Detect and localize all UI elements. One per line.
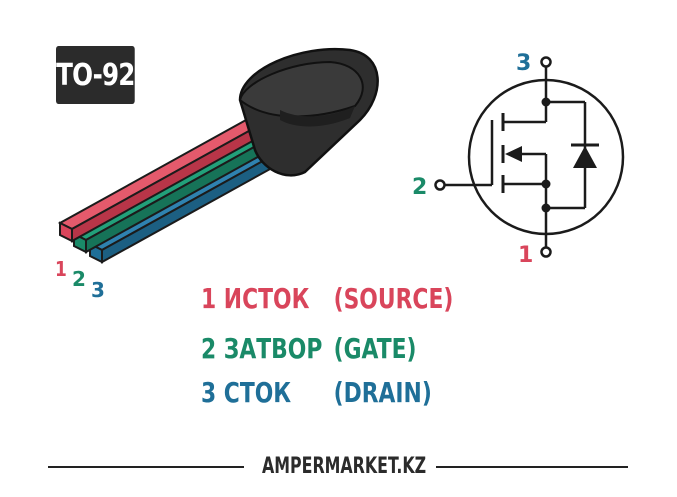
package-pin-label-1: 1 (55, 259, 67, 282)
footer-rule-right (436, 466, 628, 468)
footer-rule-left (48, 466, 244, 468)
source-pin-label: 1 (518, 243, 533, 268)
package-pin-label-3: 3 (91, 278, 105, 302)
gate-terminal (434, 179, 446, 191)
legend-source-desc: (SOURCE) (333, 282, 454, 315)
gate-pin-label: 2 (412, 175, 427, 200)
footer: AMPERMARKET.KZ (0, 452, 677, 482)
legend-row-source: 1 ИСТОК (SOURCE) (201, 282, 453, 315)
drain-terminal (540, 56, 552, 68)
legend-gate-name: 2 ЗАТВОР (201, 332, 323, 365)
legend-drain-name: 3 СТОК (201, 376, 292, 409)
legend-source-name: 1 ИСТОК (201, 282, 310, 315)
pin-lead-1 (57, 118, 261, 243)
drain-pin-label: 3 (516, 51, 531, 76)
body-diode (573, 146, 597, 168)
footer-site-name: AMPERMARKET.KZ (262, 454, 427, 479)
legend-drain-desc: (DRAIN) (333, 376, 432, 409)
legend-row-gate: 2 ЗАТВОР (GATE) (201, 332, 417, 365)
package-badge: TO-92 (56, 46, 135, 104)
legend-row-drain: 3 СТОК (DRAIN) (201, 376, 432, 409)
source-terminal (540, 246, 552, 258)
package-body (238, 47, 379, 177)
body-arrow (505, 146, 522, 162)
legend-gate-desc: (GATE) (333, 332, 417, 365)
package-pin-label-2: 2 (72, 267, 86, 291)
